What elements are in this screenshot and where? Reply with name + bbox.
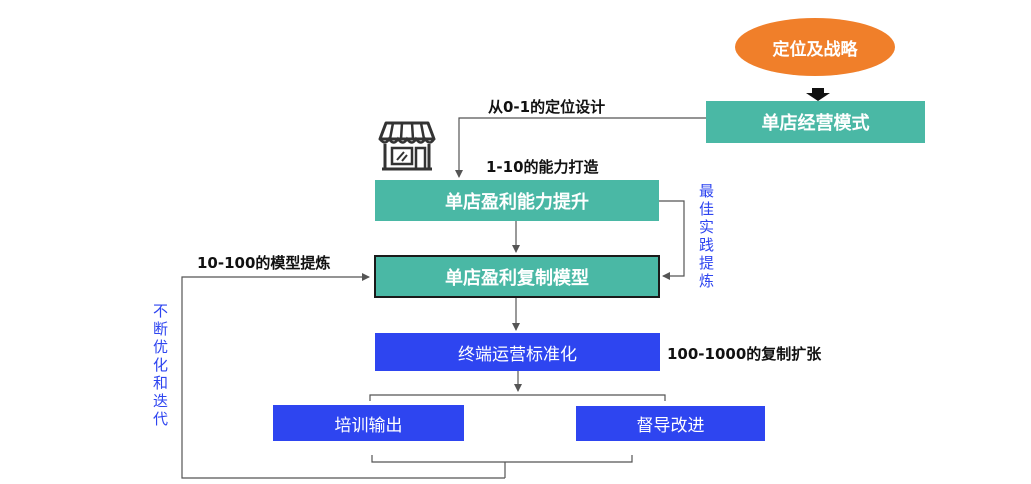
supervision-improvement-node: 督导改进 bbox=[576, 406, 765, 441]
stage-100-1000-label: 100-1000的复制扩张 bbox=[667, 345, 822, 363]
single-store-model-node: 单店经营模式 bbox=[706, 101, 925, 143]
profit-capability-text: 单店盈利能力提升 bbox=[445, 191, 589, 213]
stage-10-100-label: 10-100的模型提炼 bbox=[197, 254, 331, 272]
storefront-icon bbox=[378, 121, 436, 171]
single-store-model-text: 单店经营模式 bbox=[761, 113, 870, 134]
positioning-strategy-text: 定位及战略 bbox=[772, 39, 858, 60]
optimization-loop bbox=[181, 273, 505, 479]
arrow-0-1 bbox=[455, 117, 706, 178]
positioning-strategy-node: 定位及战略 bbox=[735, 18, 895, 76]
stage-0-1-label: 从0-1的定位设计 bbox=[488, 98, 606, 116]
continuous-optimization-label: 不断优化和迭代 bbox=[151, 303, 169, 429]
best-practice-label: 最佳实践提炼 bbox=[697, 183, 715, 291]
stage-1-10-label: 1-10的能力打造 bbox=[486, 158, 599, 176]
terminal-standardization-text: 终端运营标准化 bbox=[458, 344, 577, 365]
profit-replication-node: 单店盈利复制模型 bbox=[374, 255, 660, 298]
training-output-node: 培训输出 bbox=[273, 405, 464, 441]
supervision-improvement-text: 督导改进 bbox=[636, 416, 705, 436]
profit-capability-node: 单店盈利能力提升 bbox=[375, 180, 659, 221]
branch-bracket-bottom bbox=[371, 455, 633, 478]
training-output-text: 培训输出 bbox=[334, 415, 403, 436]
best-practice-loop bbox=[659, 200, 685, 280]
terminal-standardization-node: 终端运营标准化 bbox=[375, 333, 660, 371]
branch-bracket-top bbox=[369, 394, 666, 401]
profit-replication-text: 单店盈利复制模型 bbox=[445, 267, 589, 289]
thick-down-arrow bbox=[806, 88, 830, 101]
